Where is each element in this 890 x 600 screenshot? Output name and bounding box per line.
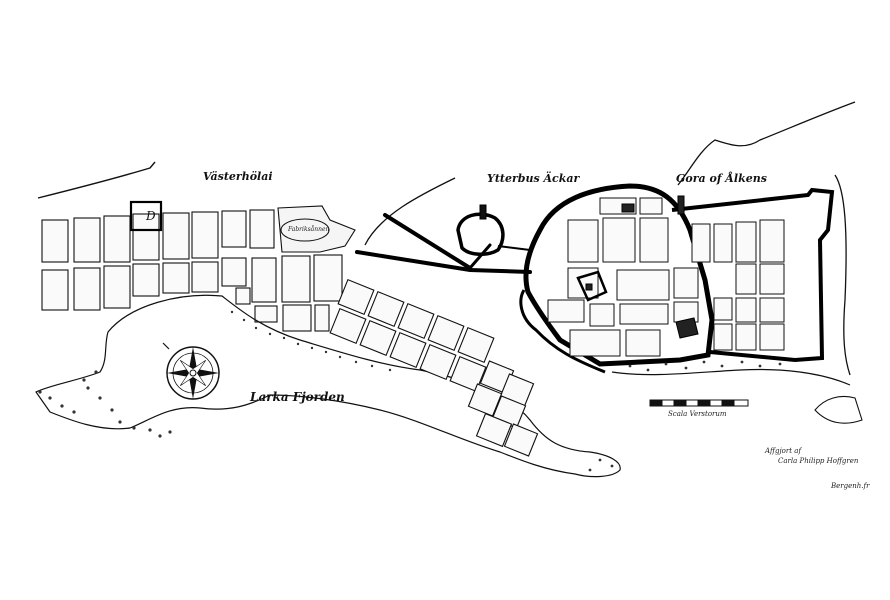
label-park: Fabriksånnen — [288, 226, 330, 233]
label-east-district: Gora of Ålkens — [676, 172, 767, 185]
west-district-blocks — [41, 209, 343, 332]
redoubt — [456, 204, 505, 256]
fortress-ditch — [519, 289, 606, 374]
shore-stipple — [38, 310, 614, 472]
scale-bar-icon — [649, 399, 749, 407]
fortress-east-wall — [671, 187, 835, 363]
highlighted-block — [129, 200, 163, 232]
fortress-shore — [611, 368, 851, 386]
fortification-lines — [355, 213, 532, 274]
label-surveyor-line1: Affgjort af — [765, 447, 802, 455]
label-central-district: Ytterbus Äckar — [487, 172, 580, 185]
south-peninsula-blocks — [329, 278, 539, 457]
label-signature: Bergenh.fr — [831, 482, 870, 490]
redoubt-road — [497, 245, 531, 251]
compass-rose-icon — [162, 342, 220, 400]
islet — [814, 395, 863, 424]
ridge-line — [677, 101, 856, 186]
label-bay: Larka Fjorden — [250, 390, 345, 404]
label-west-district: Västerhölai — [203, 170, 273, 183]
coastline-north-central — [364, 177, 456, 246]
fortress-buildings — [576, 195, 699, 339]
label-surveyor-line2: Carla Philipp Hoffgren — [778, 457, 859, 465]
bay-shoreline — [35, 294, 621, 478]
fortress-wall — [523, 183, 715, 367]
coastline-northwest — [37, 161, 156, 199]
fortress-shore-stipple — [628, 360, 782, 372]
east-shore — [834, 174, 851, 376]
block-letter-d: D — [145, 209, 156, 223]
label-scale: Scala Verstorum — [668, 410, 727, 418]
park-pond — [280, 218, 330, 242]
